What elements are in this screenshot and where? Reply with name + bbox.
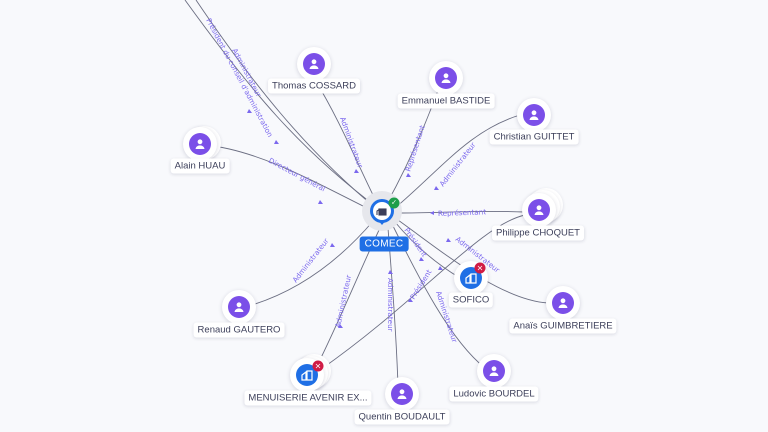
edge-renaud[interactable] <box>251 219 375 306</box>
building-icon <box>465 273 477 284</box>
edge-philippe-rep[interactable] <box>397 210 526 214</box>
building-icon <box>301 370 313 381</box>
check-icon: ✓ <box>391 198 397 207</box>
person-icon <box>195 139 205 149</box>
building-icon <box>376 208 387 216</box>
person-icon <box>558 298 568 308</box>
node-label[interactable]: Philippe CHOQUET <box>492 225 584 241</box>
edge-arrows <box>247 109 451 328</box>
arrow-icon <box>330 243 335 247</box>
arrow-icon <box>408 298 413 302</box>
person-node-christian[interactable] <box>523 104 545 126</box>
person-icon <box>397 389 407 399</box>
arrow-icon <box>446 238 451 242</box>
person-icon <box>534 205 544 215</box>
edge-top-admin[interactable] <box>195 0 379 211</box>
arrow-icon <box>318 200 323 204</box>
close-icon: × <box>476 263 484 273</box>
node-label[interactable]: Emmanuel BASTIDE <box>397 93 495 109</box>
edge-alain[interactable] <box>204 144 376 213</box>
node-label[interactable]: Alain HUAU <box>170 158 230 174</box>
person-node-alain[interactable] <box>189 133 211 155</box>
arrow-icon <box>406 173 411 177</box>
person-node-ludovic[interactable] <box>483 360 505 382</box>
arrow-icon <box>274 140 279 144</box>
arrow-icon <box>354 169 359 173</box>
arrow-icon <box>434 186 439 190</box>
center-node-label[interactable]: COMEC <box>359 236 409 252</box>
node-label[interactable]: Renaud GAUTERO <box>193 322 285 338</box>
company-node-menuiserie[interactable] <box>296 364 318 386</box>
edge-label: Administrateur <box>338 116 365 169</box>
person-node-anais[interactable] <box>552 292 574 314</box>
person-icon <box>489 366 499 376</box>
close-icon: × <box>314 361 322 371</box>
node-label[interactable]: SOFICO <box>448 292 494 308</box>
person-node-thomas[interactable] <box>303 53 325 75</box>
node-label[interactable]: Anaïs GUIMBRETIERE <box>509 318 617 334</box>
node-label[interactable]: Thomas COSSARD <box>268 78 360 94</box>
node-label[interactable]: Christian GUITTET <box>489 129 579 145</box>
arrow-icon <box>430 211 434 215</box>
person-node-quentin[interactable] <box>391 383 413 405</box>
node-label[interactable]: MENUISERIE AVENIR EX... <box>244 390 372 406</box>
edge-label: Président du conseil d'administration <box>204 17 275 139</box>
node-label[interactable]: Quentin BOUDAULT <box>354 409 450 425</box>
person-icon <box>309 59 319 69</box>
edge-label: Directeur général <box>267 156 327 194</box>
person-icon <box>234 302 244 312</box>
person-icon <box>441 73 451 83</box>
edge-label: Administrateur <box>333 274 353 328</box>
person-icon <box>529 110 539 120</box>
arrow-icon <box>247 109 252 113</box>
arrow-icon <box>419 257 424 261</box>
edge-label: Représentant <box>403 124 427 173</box>
person-node-philippe[interactable] <box>528 199 550 221</box>
person-node-renaud[interactable] <box>228 296 250 318</box>
person-node-emmanuel[interactable] <box>435 67 457 89</box>
active-status-badge: ✓ <box>388 197 400 209</box>
edge-label: Administrateur <box>386 278 395 332</box>
arrow-icon <box>338 324 343 328</box>
edge-label: Représentant <box>438 207 487 218</box>
edge-sofico[interactable] <box>394 221 461 279</box>
center-node-pin[interactable] <box>367 197 397 227</box>
edge-philippe-pres[interactable] <box>319 214 526 371</box>
arrow-icon <box>388 270 393 274</box>
arrow-icon <box>438 266 443 270</box>
closed-status-badge: × <box>312 360 324 372</box>
node-label[interactable]: Ludovic BOURDEL <box>449 386 539 402</box>
edge-christian[interactable] <box>394 114 521 209</box>
closed-status-badge: × <box>474 262 486 274</box>
